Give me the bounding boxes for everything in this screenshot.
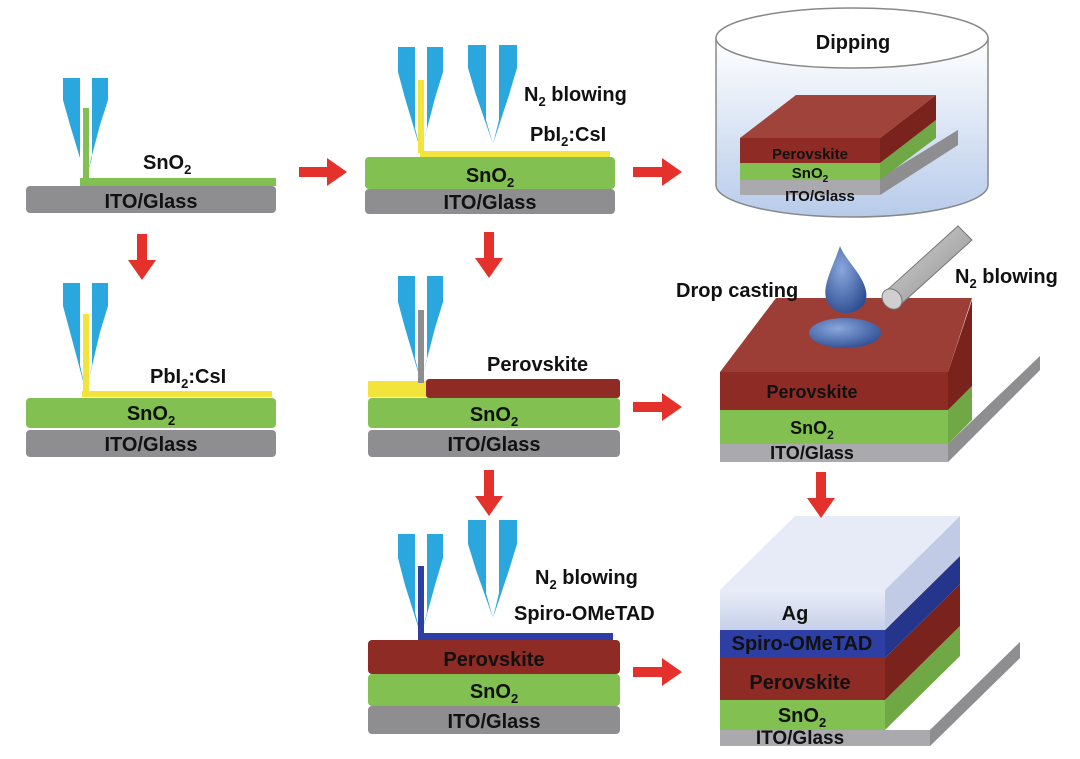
sno2-layer [740, 163, 880, 180]
pbi2-csi-layer [368, 381, 428, 397]
slot-die-nozzle-icon [63, 78, 108, 180]
slot-die-nozzle-icon [398, 534, 443, 636]
perovskite-layer [720, 372, 948, 410]
svg-text:N2 blowing: N2 blowing [524, 84, 627, 109]
flow-arrows [128, 158, 835, 686]
arrow-down-icon [128, 234, 156, 280]
step-drop-casting: Drop casting N2 blowing Perovskite SnO2 … [676, 225, 1058, 463]
ito-glass-layer [368, 430, 620, 457]
sno2-layer [80, 178, 276, 186]
drop-puddle [809, 318, 881, 348]
ito-glass-layer [368, 706, 620, 734]
pbi2-csi-layer [82, 391, 272, 397]
ito-glass-label: ITO/Glass [104, 434, 197, 456]
sno2-layer [26, 398, 276, 428]
ito-glass-layer [365, 189, 615, 214]
sno2-label: SnO [778, 705, 819, 727]
svg-text:SnO2: SnO2 [143, 152, 191, 177]
n2-blowing-label: N [524, 84, 538, 106]
svg-text:SnO2: SnO2 [790, 418, 834, 442]
drop-icon [825, 246, 867, 314]
ito-glass-label: ITO/Glass [756, 728, 844, 749]
svg-text:SnO2: SnO2 [127, 403, 175, 428]
step-sno2-coating: SnO2 ITO/Glass [26, 78, 276, 213]
perovskite-layer [426, 379, 620, 398]
ito-glass-layer [26, 186, 276, 213]
pbi2-csi-label: PbI [530, 124, 561, 146]
perovskite-layer [368, 640, 620, 674]
svg-text:SnO2: SnO2 [466, 165, 514, 190]
perovskite-label: Perovskite [487, 354, 588, 376]
svg-text:PbI2:CsI: PbI2:CsI [150, 366, 226, 391]
svg-text:N2 blowing: N2 blowing [955, 266, 1058, 291]
n2-blowing-label: N [955, 266, 969, 288]
arrow-right-icon [633, 158, 682, 186]
sno2-label: SnO [470, 404, 511, 426]
perovskite-label: Perovskite [766, 382, 857, 402]
spiro-label: Spiro-OMeTAD [732, 633, 873, 655]
sno2-layer [368, 398, 620, 428]
ito-glass-label: ITO/Glass [447, 711, 540, 733]
step-pbi2-csi-n2-blowing: N2 blowing PbI2:CsI SnO2 ITO/Glass [365, 45, 627, 214]
arrow-right-icon [633, 658, 682, 686]
step-spiro-n2-blowing: N2 blowing Spiro-OMeTAD Perovskite SnO2 … [368, 520, 655, 734]
step-pbi2-csi-coating: PbI2:CsI SnO2 ITO/Glass [26, 283, 276, 457]
sno2-layer [365, 157, 615, 189]
ito-glass-label: ITO/Glass [785, 188, 855, 205]
n2-blowing-label: N [535, 567, 549, 589]
ito-glass-label: ITO/Glass [770, 443, 854, 463]
sno2-layer [720, 700, 885, 730]
ito-glass-label: ITO/Glass [104, 191, 197, 213]
sno2-label: SnO [790, 418, 827, 438]
ito-glass-label: ITO/Glass [447, 434, 540, 456]
svg-text:SnO2: SnO2 [470, 404, 518, 429]
svg-text:SnO2: SnO2 [792, 165, 829, 185]
sno2-layer [720, 410, 948, 444]
arrow-down-icon [475, 470, 503, 516]
air-knife-icon [468, 520, 517, 618]
arrow-right-icon [299, 158, 347, 186]
sno2-label: SnO [466, 165, 507, 187]
spiro-layer [418, 633, 613, 640]
slot-die-nozzle-icon [398, 276, 443, 383]
perovskite-layer [740, 138, 880, 163]
pbi2-csi-label: PbI [150, 366, 181, 388]
step-dipping: Dipping Perovskite SnO2 ITO/Glass [715, 7, 989, 218]
perovskite-label: Perovskite [443, 649, 544, 671]
step-final-device: Ag Spiro-OMeTAD Perovskite SnO2 ITO/Glas… [720, 516, 1020, 749]
slot-die-nozzle-icon [398, 47, 443, 153]
svg-text:SnO2: SnO2 [470, 681, 518, 706]
sno2-label: SnO [792, 165, 823, 182]
ag-label: Ag [782, 603, 809, 625]
sno2-label: SnO [143, 152, 184, 174]
air-knife-icon [468, 45, 517, 144]
spiro-layer [720, 630, 885, 658]
step-perovskite-coating: Perovskite SnO2 ITO/Glass [368, 276, 620, 457]
sno2-label: SnO [127, 403, 168, 425]
drop-casting-label: Drop casting [676, 280, 798, 302]
perovskite-label: Perovskite [749, 672, 850, 694]
perovskite-label: Perovskite [772, 146, 848, 163]
dipping-label: Dipping [816, 32, 890, 54]
arrow-down-icon [807, 472, 835, 518]
ito-glass-layer [26, 430, 276, 457]
arrow-down-icon [475, 232, 503, 278]
svg-text:SnO2: SnO2 [778, 705, 826, 730]
ito-glass-label: ITO/Glass [443, 192, 536, 214]
arrow-right-icon [633, 393, 682, 421]
sno2-label: SnO [470, 681, 511, 703]
spiro-label: Spiro-OMeTAD [514, 603, 655, 625]
slot-die-nozzle-icon [63, 283, 108, 394]
svg-text:N2 blowing: N2 blowing [535, 567, 638, 592]
sno2-layer [368, 674, 620, 706]
ag-layer [720, 590, 885, 630]
pbi2-csi-layer [420, 151, 610, 157]
perovskite-layer [720, 658, 885, 700]
svg-text:PbI2:CsI: PbI2:CsI [530, 124, 606, 149]
pipette-icon [881, 225, 973, 310]
